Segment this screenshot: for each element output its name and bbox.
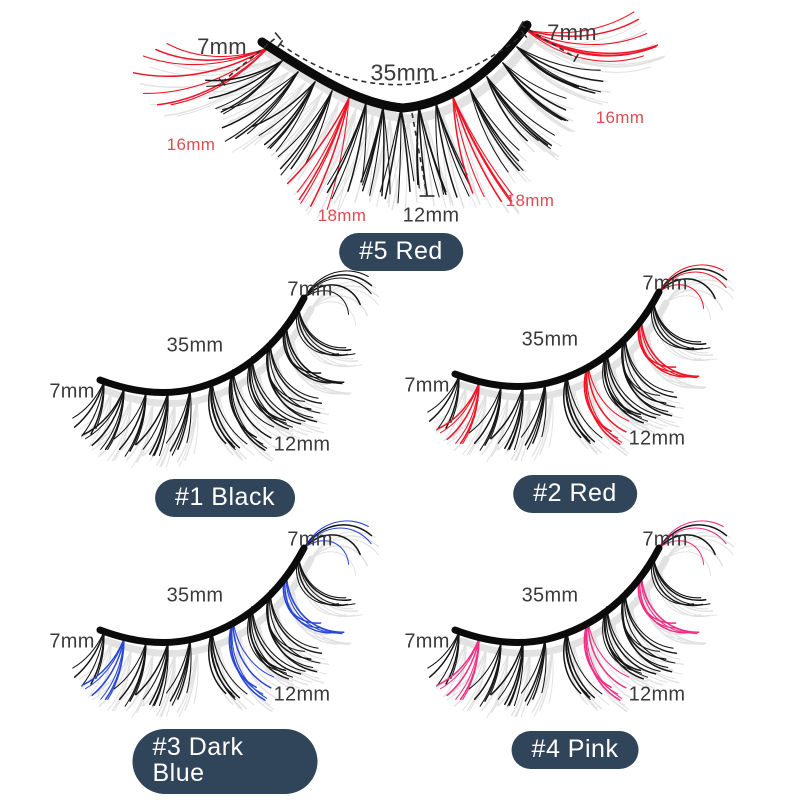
lash-panel-4: 7mm 35mm 7mm 12mm #4 Pink	[385, 518, 765, 778]
style-badge-4: #4 Pink	[511, 731, 639, 770]
lash-panel-3: 7mm 35mm 7mm 12mm #3 Dark Blue	[30, 518, 410, 794]
measure-band: 35mm	[521, 584, 579, 607]
measure-bottom: 12mm	[273, 683, 331, 706]
measure-inner-right: 7mm	[547, 20, 597, 45]
style-badge-2: #2 Red	[513, 475, 637, 514]
measure-top: 7mm	[642, 272, 688, 295]
measure-center: 12mm	[402, 204, 460, 227]
measure-band-length: 35mm	[370, 59, 436, 86]
lash-illustration-4	[427, 520, 735, 718]
measure-band: 35mm	[166, 584, 224, 607]
measure-mid-left: 18mm	[317, 206, 367, 225]
measure-left: 7mm	[49, 380, 95, 403]
style-badge-1: #1 Black	[155, 479, 295, 518]
measure-band: 35mm	[521, 328, 579, 351]
lash-illustration-2	[427, 264, 735, 462]
lash-illustration-1	[72, 270, 380, 468]
lash-panel-2: 7mm 35mm 7mm 12mm #2 Red	[385, 262, 765, 522]
style-badge-5: #5 Red	[339, 233, 463, 272]
measure-outer-right: 16mm	[595, 108, 645, 127]
measure-outer-left: 16mm	[166, 135, 216, 154]
measure-bottom: 12mm	[628, 427, 686, 450]
lash-panel-1: 7mm 35mm 7mm 12mm #1 Black	[30, 268, 410, 528]
measure-top: 7mm	[642, 528, 688, 551]
measure-bottom: 12mm	[628, 683, 686, 706]
style-badge-3: #3 Dark Blue	[132, 729, 318, 794]
lash-illustration-5	[132, 11, 666, 222]
measure-left: 7mm	[49, 630, 95, 653]
lash-panel-5: 7mm 35mm 7mm 16mm 16mm 18mm 12mm 18mm #5…	[132, 8, 680, 280]
measure-bottom: 12mm	[273, 433, 331, 456]
measure-top: 7mm	[287, 278, 333, 301]
measure-mid-right: 18mm	[505, 191, 555, 210]
measure-inner-left: 7mm	[197, 34, 247, 59]
measure-band: 35mm	[166, 334, 224, 357]
measure-left: 7mm	[404, 374, 450, 397]
lash-illustration-3	[72, 520, 380, 718]
measure-top: 7mm	[287, 528, 333, 551]
measure-left: 7mm	[404, 630, 450, 653]
